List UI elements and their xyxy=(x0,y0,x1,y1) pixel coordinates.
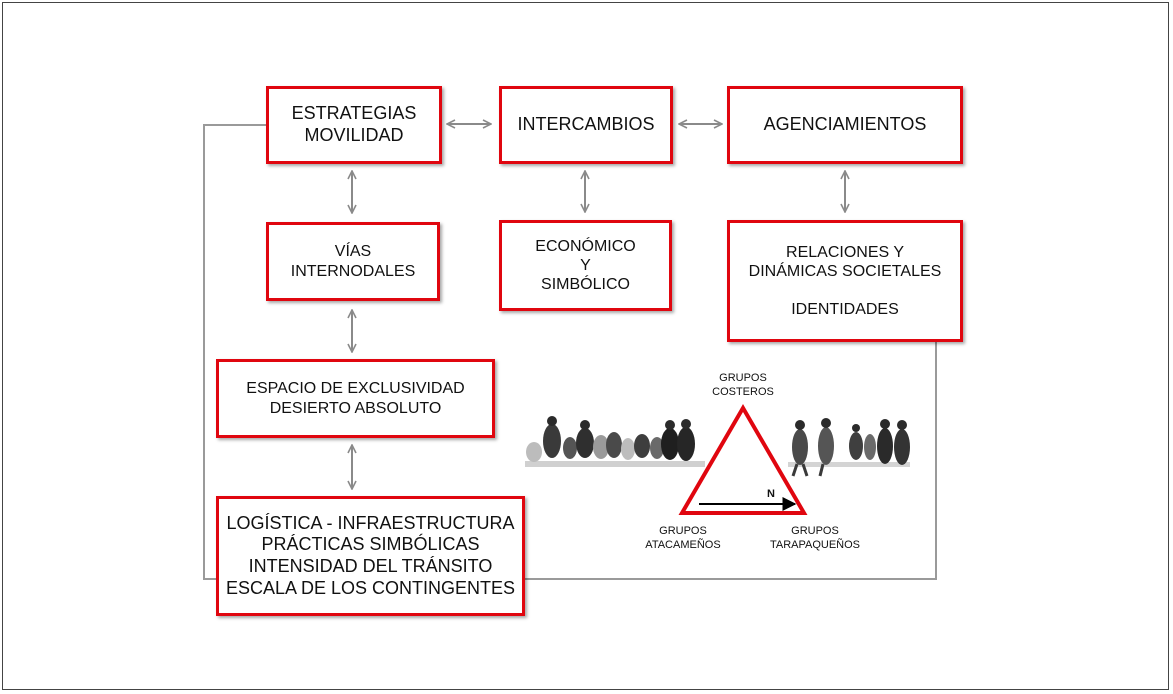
label-atacamenos-line-2: ATACAMEÑOS xyxy=(645,538,721,551)
feedback-line-right xyxy=(523,342,937,580)
box-espacio-exclusividad: ESPACIO DE EXCLUSIVIDAD DESIERTO ABSOLUT… xyxy=(216,359,495,438)
box-logistica-line-4: ESCALA DE LOS CONTINGENTES xyxy=(225,577,516,598)
llama-caravan-photo xyxy=(525,416,705,467)
box-espacio-line-2: DESIERTO ABSOLUTO xyxy=(269,399,442,417)
box-logistica-line-1: LOGÍSTICA - INFRAESTRUCTURA xyxy=(226,512,515,533)
box-economico-line-2: Y xyxy=(580,256,591,274)
box-vias-internodales: VÍAS INTERNODALES xyxy=(266,222,440,301)
box-relaciones-line-3: IDENTIDADES xyxy=(791,300,899,318)
north-label: N xyxy=(767,488,775,500)
box-vias-line-2: INTERNODALES xyxy=(290,262,416,280)
walking-people-photo xyxy=(788,418,910,477)
box-economico-line-3: SIMBÓLICO xyxy=(541,276,630,294)
box-estrategias-movilidad: ESTRATEGIAS MOVILIDAD xyxy=(266,86,442,164)
label-grupos-tarapaquenos: GRUPOS TARAPAQUEÑOS xyxy=(760,525,870,553)
label-grupos-atacamenos: GRUPOS ATACAMEÑOS xyxy=(638,525,728,553)
box-logistica-line-2: PRÁCTICAS SIMBÓLICAS xyxy=(261,534,480,555)
box-relaciones-line-1: RELACIONES Y xyxy=(786,244,904,262)
box-logistica-line-3: INTENSIDAD DEL TRÁNSITO xyxy=(248,556,493,576)
feedback-line-left xyxy=(203,124,266,580)
box-economico-simbolico: ECONÓMICO Y SIMBÓLICO xyxy=(499,220,672,311)
box-intercambios-line-1: INTERCAMBIOS xyxy=(517,114,655,135)
box-espacio-line-1: ESPACIO DE EXCLUSIVIDAD xyxy=(246,380,465,398)
label-grupos-costeros: GRUPOS COSTEROS xyxy=(703,372,783,400)
label-tarapaquenos-line-2: TARAPAQUEÑOS xyxy=(769,538,861,551)
box-intercambios: INTERCAMBIOS xyxy=(499,86,673,164)
label-atacamenos-line-1: GRUPOS xyxy=(659,525,707,537)
box-relaciones-line-2: DINÁMICAS SOCIETALES xyxy=(748,263,942,281)
box-logistica: LOGÍSTICA - INFRAESTRUCTURA PRÁCTICAS SI… xyxy=(216,496,525,616)
groups-triangle xyxy=(678,404,808,515)
box-agenciamientos-line-1: AGENCIAMIENTOS xyxy=(763,114,927,135)
box-estrategias-line-1: ESTRATEGIAS xyxy=(291,103,417,124)
box-relaciones-identidades: RELACIONES Y DINÁMICAS SOCIETALES IDENTI… xyxy=(727,220,963,342)
box-estrategias-line-2: MOVILIDAD xyxy=(304,125,404,145)
label-costeros-line-1: GRUPOS xyxy=(719,372,767,384)
label-tarapaquenos-line-1: GRUPOS xyxy=(791,525,839,537)
box-vias-line-1: VÍAS xyxy=(334,243,372,261)
box-agenciamientos: AGENCIAMIENTOS xyxy=(727,86,963,164)
label-costeros-line-2: COSTEROS xyxy=(712,385,774,398)
box-economico-line-1: ECONÓMICO xyxy=(535,237,636,255)
